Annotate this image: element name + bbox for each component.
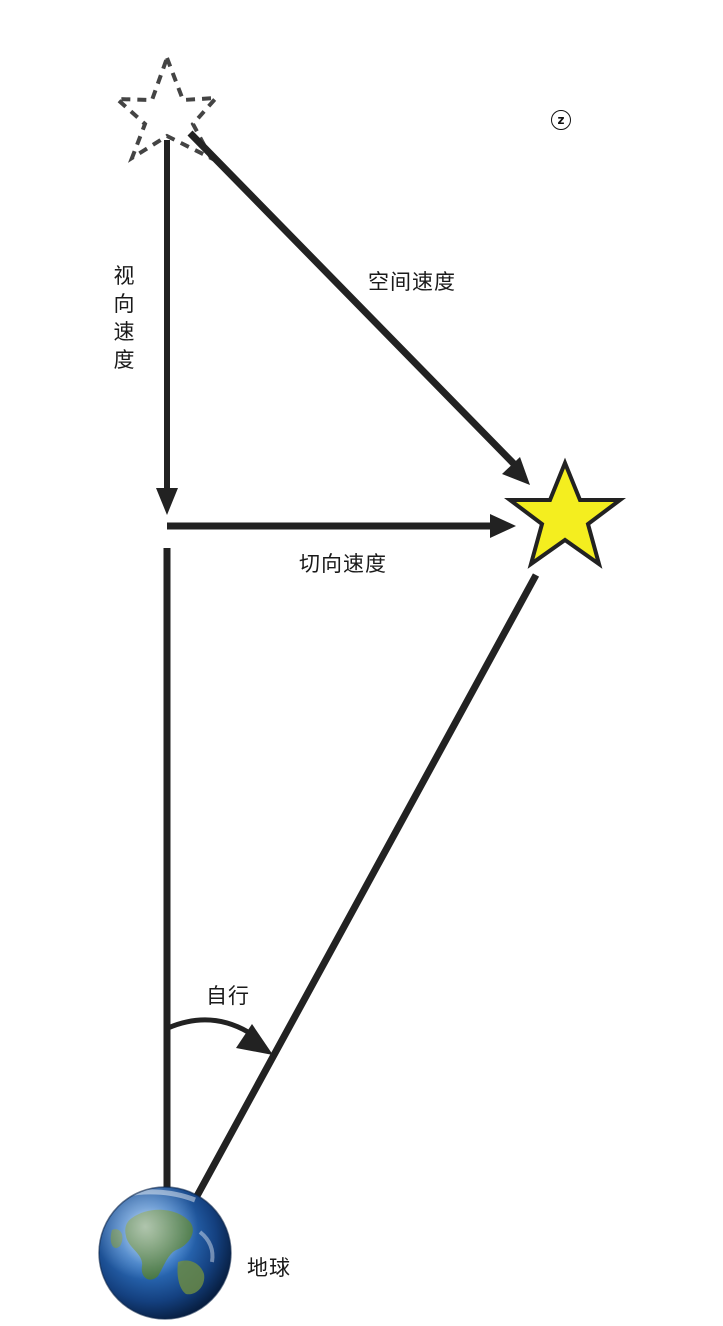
- proper-motion-arc: [167, 1017, 273, 1055]
- radial-velocity-label: 视向速度: [113, 264, 135, 372]
- radial-velocity-arrow: [156, 140, 178, 515]
- proper-motion-label: 自行: [206, 984, 250, 1008]
- space-velocity-arrow: [187, 130, 530, 485]
- earth-label: 地球: [247, 1256, 291, 1280]
- earth-star-line: [193, 573, 540, 1198]
- tangential-velocity-label: 切向速度: [299, 552, 387, 576]
- corner-badge: z: [551, 110, 571, 130]
- space-velocity-label: 空间速度: [368, 270, 456, 294]
- tangential-velocity-arrow: [167, 514, 516, 538]
- dashed-star-icon: [111, 52, 221, 163]
- star-icon: [504, 457, 626, 569]
- earth-globe-icon: [98, 1186, 232, 1320]
